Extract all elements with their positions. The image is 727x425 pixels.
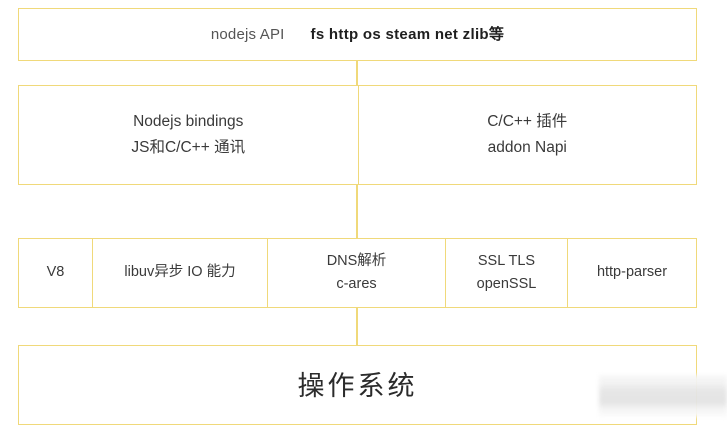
dependency-ssl-title: SSL TLS [477,252,536,269]
dependency-cell-v8: V8 [19,239,92,307]
dependency-cell-libuv: libuv异步 IO 能力 [92,239,267,307]
dependency-cell-http-parser: http-parser [567,239,696,307]
dependency-cell-dns: DNS解析 c-ares [267,239,445,307]
nodejs-bindings-title: Nodejs bindings [133,113,244,131]
dependency-v8-title: V8 [46,264,65,281]
cpp-addon-cell: C/C++ 插件 addon Napi [357,86,697,184]
operating-system-label: 操作系统 [297,371,418,402]
dependencies-layer: V8 libuv异步 IO 能力 DNS解析 c-ares SSL TLS op… [18,238,697,308]
cpp-addon-subtitle: addon Napi [487,138,567,156]
bindings-layer: Nodejs bindings JS和C/C++ 通讯 C/C++ 插件 add… [18,85,697,185]
nodejs-bindings-cell: Nodejs bindings JS和C/C++ 通讯 [19,86,358,184]
blurred-watermark [599,375,727,417]
operating-system-layer: 操作系统 [18,345,697,425]
nodejs-api-cell: nodejs API fs http os steam net zlib等 [19,9,696,60]
dependency-cell-ssl: SSL TLS openSSL [445,239,567,307]
cpp-addon-title: C/C++ 插件 [487,113,568,131]
dependency-dns-title: DNS解析 [326,252,387,269]
nodejs-bindings-subtitle: JS和C/C++ 通讯 [131,138,246,156]
dependency-http-parser-title: http-parser [596,264,668,281]
dependency-dns-subtitle: c-ares [336,276,377,292]
nodejs-api-label: nodejs API [210,25,285,43]
nodejs-api-modules-label: fs http os steam net zlib等 [310,25,505,43]
dependency-libuv-title: libuv异步 IO 能力 [124,264,236,281]
nodejs-api-layer: nodejs API fs http os steam net zlib等 [18,8,697,61]
operating-system-cell: 操作系统 [19,346,696,424]
dependency-ssl-subtitle: openSSL [476,276,537,292]
